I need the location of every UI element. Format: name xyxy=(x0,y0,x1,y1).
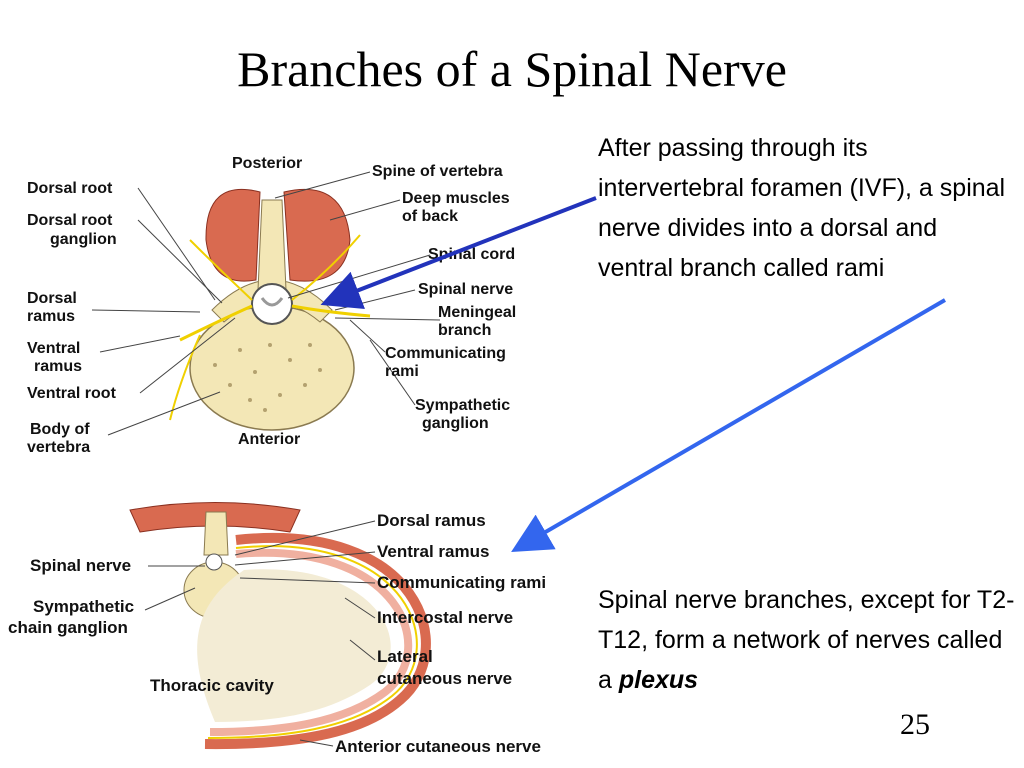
label-spinal-nerve-2: Spinal nerve xyxy=(30,556,131,575)
label-intercostal-nerve: Intercostal nerve xyxy=(377,608,513,627)
label-meningeal-2: branch xyxy=(438,322,491,339)
spinal-nerve-right xyxy=(291,304,371,318)
label-spinal-nerve: Spinal nerve xyxy=(418,281,513,298)
deep-muscle-right xyxy=(283,188,351,282)
rib-inner xyxy=(209,548,413,736)
label-sympathetic-chain-2: chain ganglion xyxy=(8,618,128,637)
label-sympathetic-chain-1: Sympathetic xyxy=(33,597,134,616)
bottom-leader-lines xyxy=(144,520,376,747)
label-dorsal-ramus-2: ramus xyxy=(27,308,75,325)
intercostal-nerve xyxy=(207,545,418,739)
label-spine-of-vertebra: Spine of vertebra xyxy=(372,163,503,180)
dorsal-ramus-nerve-right xyxy=(291,234,361,301)
label-posterior: Posterior xyxy=(232,155,302,172)
ivf-description: After passing through its intervertebral… xyxy=(598,134,1006,282)
rib-outer xyxy=(204,533,431,750)
vertebra-cross-section xyxy=(169,188,371,431)
label-deep-muscles-1: Deep muscles xyxy=(402,190,510,207)
label-deep-muscles-2: of back xyxy=(402,208,458,225)
label-ventral-root: Ventral root xyxy=(27,385,117,402)
deep-muscle-left xyxy=(205,188,261,282)
label-communicating-1: Communicating xyxy=(385,345,506,362)
label-communicating-2: rami xyxy=(385,363,419,380)
label-lateral-1: Lateral xyxy=(377,647,433,666)
plexus-text: Spinal nerve branches, except for T2-T12… xyxy=(598,586,1015,694)
label-body-of-vertebra-2: vertebra xyxy=(27,439,90,456)
label-anterior: Anterior xyxy=(238,431,300,448)
thoracic-cavity xyxy=(197,569,391,722)
label-dorsal-root: Dorsal root xyxy=(27,180,113,197)
label-dorsal-ramus-2: Dorsal ramus xyxy=(377,511,486,530)
label-dorsal-root-ganglion-1: Dorsal root xyxy=(27,212,113,229)
plexus-description: Spinal nerve branches, except for T2-T12… xyxy=(598,580,1018,700)
label-anterior-cutaneous-nerve: Anterior cutaneous nerve xyxy=(335,737,541,756)
dorsal-ramus-nerve xyxy=(189,239,253,301)
thoracic-spine xyxy=(203,511,229,556)
label-lateral-2: cutaneous nerve xyxy=(377,669,512,688)
thoracic-spinal-cord xyxy=(205,553,223,571)
slide-title: Branches of a Spinal Nerve xyxy=(237,41,787,97)
arrow-to-spinal-nerve xyxy=(320,196,597,310)
plexus-emphasis: plexus xyxy=(618,666,699,694)
label-communicating-rami-2: Communicating rami xyxy=(377,573,546,592)
label-ventral-ramus-2: ramus xyxy=(34,358,82,375)
label-ventral-ramus-1: Ventral xyxy=(27,340,80,357)
ventral-ramus-nerve xyxy=(169,334,201,421)
label-dorsal-ramus-1: Dorsal xyxy=(27,290,77,307)
label-meningeal-1: Meningeal xyxy=(438,304,516,321)
label-sympathetic-1: Sympathetic xyxy=(415,397,510,414)
spinal-nerve-left xyxy=(179,304,253,342)
label-ventral-ramus-2: Ventral ramus xyxy=(377,542,489,561)
label-body-of-vertebra-1: Body of xyxy=(30,421,90,438)
label-dorsal-root-ganglion-2: ganglion xyxy=(50,231,117,248)
label-thoracic-cavity: Thoracic cavity xyxy=(150,676,274,695)
slide-number: 25 xyxy=(900,708,930,741)
arrow-to-ventral-ramus xyxy=(511,298,947,553)
spinous-process xyxy=(257,199,287,291)
label-sympathetic-2: ganglion xyxy=(422,415,489,432)
thoracic-diagram xyxy=(129,502,431,750)
label-spinal-cord: Spinal cord xyxy=(428,246,515,263)
